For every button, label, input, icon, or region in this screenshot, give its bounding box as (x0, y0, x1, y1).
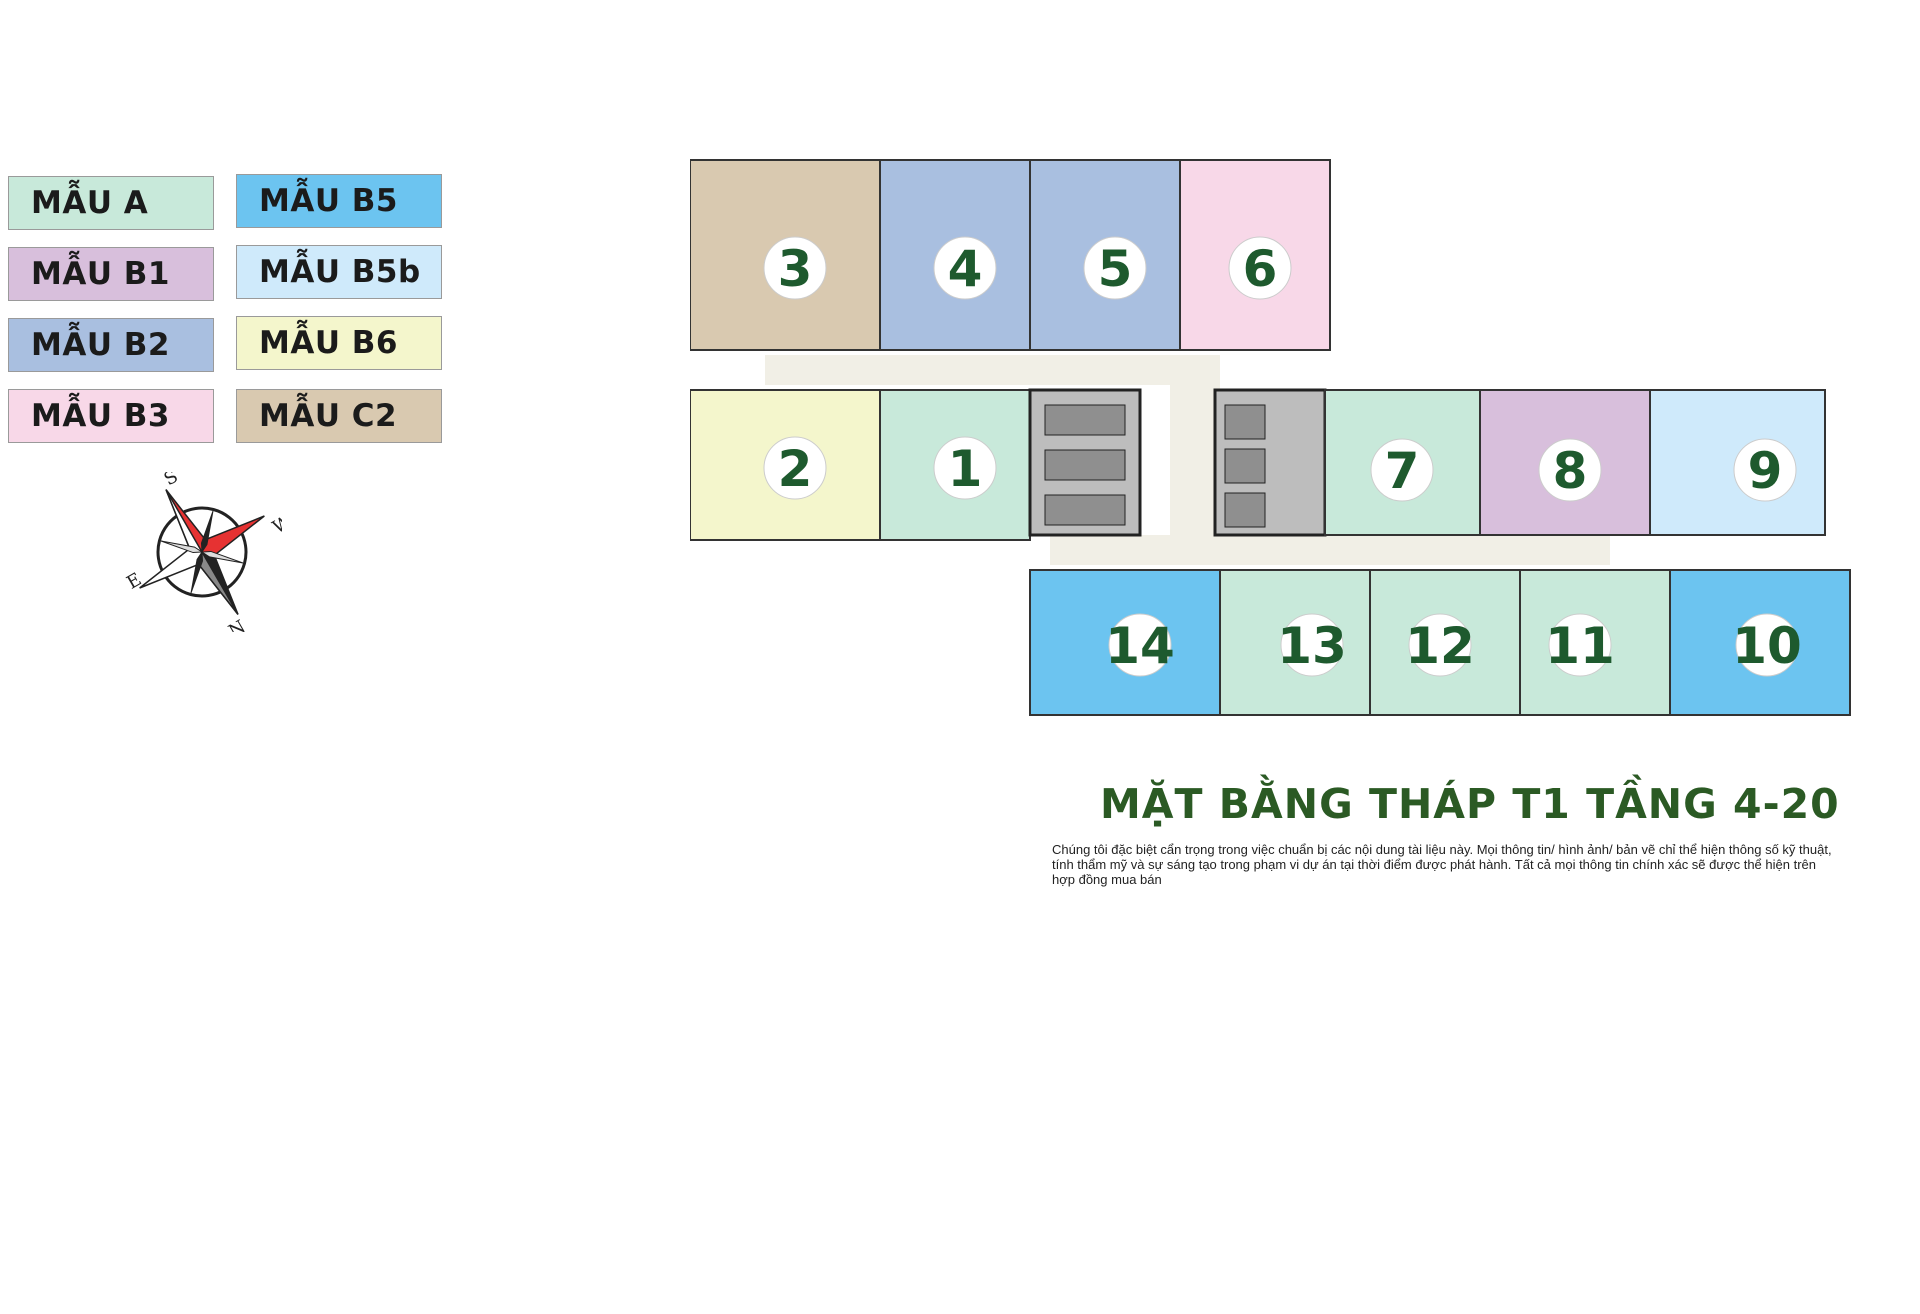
unit-1[interactable]: 1 (879, 389, 1031, 541)
legend-item-mau-b2: MẪU B2 (8, 318, 214, 372)
unit-4[interactable]: 4 (879, 159, 1031, 351)
unit-number-6: 6 (1243, 240, 1278, 298)
unit-number-13: 13 (1277, 617, 1347, 675)
unit-number-1: 1 (948, 440, 983, 498)
unit-14[interactable]: 14 (1029, 569, 1221, 716)
corridor-bottom (1050, 535, 1610, 565)
compass-label-e: E (123, 569, 145, 594)
corridor-core (1170, 385, 1220, 535)
unit-9[interactable]: 9 (1649, 389, 1826, 536)
unit-number-5: 5 (1098, 240, 1133, 298)
unit-2[interactable]: 2 (690, 389, 881, 541)
unit-number-3: 3 (778, 240, 813, 298)
floor-plan: 3 4 5 6 2 1 7 8 (690, 159, 1851, 716)
unit-number-7: 7 (1385, 442, 1420, 500)
unit-12[interactable]: 12 (1369, 569, 1521, 716)
unit-6[interactable]: 6 (1179, 159, 1331, 351)
unit-number-10: 10 (1732, 617, 1802, 675)
compass-label-s: S (160, 472, 181, 490)
legend-item-mau-b3: MẪU B3 (8, 389, 214, 443)
unit-7[interactable]: 7 (1324, 389, 1481, 536)
legend-item-mau-b5: MẪU B5 (236, 174, 442, 228)
legend-item-mau-c2: MẪU C2 (236, 389, 442, 443)
unit-5[interactable]: 5 (1029, 159, 1181, 351)
legend-item-mau-b1: MẪU B1 (8, 247, 214, 301)
unit-11[interactable]: 11 (1519, 569, 1671, 716)
unit-number-4: 4 (948, 240, 983, 298)
page-title: MẶT BẰNG THÁP T1 TẦNG 4-20 (1100, 780, 1840, 828)
compass-rose-icon: E S N W (123, 472, 282, 632)
legend-item-mau-b6: MẪU B6 (236, 316, 442, 370)
unit-number-9: 9 (1748, 442, 1783, 500)
unit-number-14: 14 (1105, 617, 1175, 675)
disclaimer-text: Chúng tôi đặc biệt cẩn trọng trong việc … (1052, 842, 1832, 887)
unit-8[interactable]: 8 (1479, 389, 1651, 536)
corridor-top (765, 355, 1220, 385)
compass-label-w: W (269, 511, 282, 539)
unit-number-11: 11 (1545, 617, 1615, 675)
unit-number-2: 2 (778, 440, 813, 498)
unit-number-8: 8 (1553, 442, 1588, 500)
compass-label-n: N (225, 616, 249, 632)
unit-10[interactable]: 10 (1669, 569, 1851, 716)
legend-item-mau-b5b: MẪU B5b (236, 245, 442, 299)
unit-3[interactable]: 3 (690, 159, 881, 351)
unit-13[interactable]: 13 (1219, 569, 1371, 716)
legend-item-mau-a: MẪU A (8, 176, 214, 230)
unit-number-12: 12 (1405, 617, 1475, 675)
